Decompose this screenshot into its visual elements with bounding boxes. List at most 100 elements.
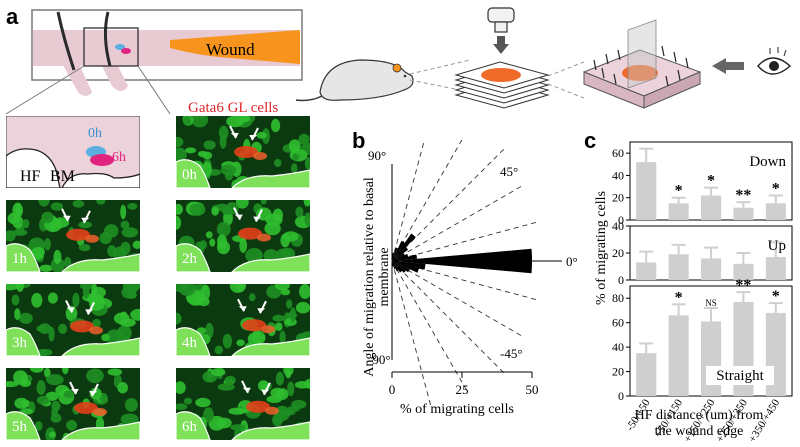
bar-xlabel-line1: HF distance (um) from: [634, 408, 764, 423]
polar-x-tick-label: 50: [526, 382, 539, 397]
timelapse-time-label: 5h: [12, 419, 27, 435]
bar-xlabel-line2: the wound edge: [654, 424, 744, 439]
projection-line-4: [547, 83, 585, 99]
polar-reference-ray: [391, 185, 523, 262]
bar: [701, 258, 722, 280]
follicle-right: [98, 53, 128, 91]
polar-bin: [392, 248, 533, 274]
projection-line-3: [547, 61, 585, 77]
basal-membrane-outline: [61, 172, 140, 188]
bar: [636, 262, 657, 280]
timelapse-title: Gata6 GL cells: [188, 100, 279, 116]
polar-reference-ray: [391, 260, 523, 337]
panel-label-b: b: [352, 128, 366, 153]
significance-marker: NS: [705, 298, 717, 308]
timelapse-time-label: 0h: [182, 167, 197, 183]
bar: [733, 263, 754, 280]
zoom-box: [83, 27, 139, 67]
projection-line-1: [409, 59, 471, 75]
panel-label-a: a: [6, 4, 19, 29]
polar-bin: [392, 261, 410, 273]
bar-y-tick-label: 40: [612, 168, 624, 182]
significance-marker: *: [772, 288, 780, 305]
timelapse-frame: 5h: [6, 368, 140, 440]
series-label: Down: [749, 154, 786, 170]
polar-bin: [392, 233, 416, 261]
skin-block-3d: [582, 19, 702, 109]
polar-bin: [392, 261, 406, 273]
timelapse-frame: 6h: [176, 368, 310, 440]
bar-y-tick-label: 20: [612, 246, 624, 260]
polar-bin: [392, 253, 409, 261]
bar-charts: 0204060*****Down02040Up020406080*NS***St…: [612, 141, 793, 445]
bar-y-tick-label: 60: [612, 146, 624, 160]
mouse-eye: [403, 74, 407, 78]
follicle-left: [60, 53, 92, 96]
polar-reference-ray: [391, 260, 538, 301]
inset-schematic: [6, 116, 140, 188]
bar: [701, 195, 722, 220]
series-label: Up: [768, 238, 786, 254]
bar-y-tick-label: 0: [618, 273, 624, 287]
arrow-down-icon: [493, 36, 509, 54]
polar-bin: [392, 261, 396, 270]
panel-a-schematic: [5, 7, 792, 115]
blue-cells: [115, 44, 125, 50]
bar: [733, 207, 754, 220]
polar-angle-label: -45°: [500, 346, 523, 361]
timelapse-frame: 2h: [176, 200, 310, 272]
bar-y-tick-label: 0: [618, 213, 624, 227]
polar-bin: [392, 261, 394, 267]
inset-magenta-cells: [90, 154, 114, 166]
polar-angle-label: 0°: [566, 254, 578, 269]
inset-bm-label: BM: [50, 168, 75, 185]
bar-y-tick-label: 20: [612, 365, 624, 379]
wound-label: Wound: [206, 40, 255, 59]
polar-bin: [391, 255, 393, 261]
polar-bin: [392, 252, 395, 261]
polar-x-tick-label: 0: [389, 382, 396, 397]
bar-y-tick-label: 60: [612, 316, 624, 330]
timelapse-time-label: 6h: [182, 419, 197, 435]
microscope-objective: [494, 21, 508, 33]
polar-bin: [392, 247, 398, 261]
mouse-tail: [295, 95, 323, 102]
series-label: Straight: [716, 368, 764, 384]
bar: [765, 203, 786, 220]
wound-area: [170, 30, 300, 64]
timelapse-time-label: 4h: [182, 335, 197, 351]
timelapse-frame: 0h: [176, 116, 310, 188]
polar-angle-label: 90°: [368, 148, 386, 163]
mouse-ear: [392, 63, 402, 73]
timelapse-time-label: 1h: [12, 251, 27, 267]
polar-bin: [392, 261, 402, 273]
polar-reference-ray: [391, 260, 468, 392]
series-label-bg: [706, 366, 774, 385]
mouse-body: [319, 59, 414, 101]
polar-reference-ray: [391, 221, 538, 262]
polar-bin: [392, 254, 418, 261]
hair-follicle-outline: [6, 148, 61, 188]
bar-y-tick-label: 0: [618, 389, 624, 403]
wound-spot: [481, 68, 521, 82]
timelapse-frame: 3h: [6, 284, 140, 356]
bar-y-tick-label: 40: [612, 219, 624, 233]
polar-bin: [392, 253, 405, 261]
timelapse-frame: 4h: [176, 284, 310, 356]
significance-marker: *: [772, 180, 780, 197]
timelapse-time-label: 2h: [182, 251, 197, 267]
polar-bin: [392, 261, 399, 272]
significance-marker: **: [735, 187, 751, 204]
bar: [668, 315, 689, 396]
polar-reference-ray: [391, 260, 432, 407]
microscope-head: [487, 7, 515, 23]
hair-right: [103, 11, 112, 67]
significance-marker: *: [675, 289, 683, 306]
polar-angle-label: 45°: [500, 164, 518, 179]
magenta-cells: [121, 48, 131, 54]
polar-reference-ray: [391, 140, 425, 262]
polar-reference-ray: [391, 260, 506, 375]
bar-y-tick-label: 20: [612, 191, 624, 205]
bar: [636, 353, 657, 396]
